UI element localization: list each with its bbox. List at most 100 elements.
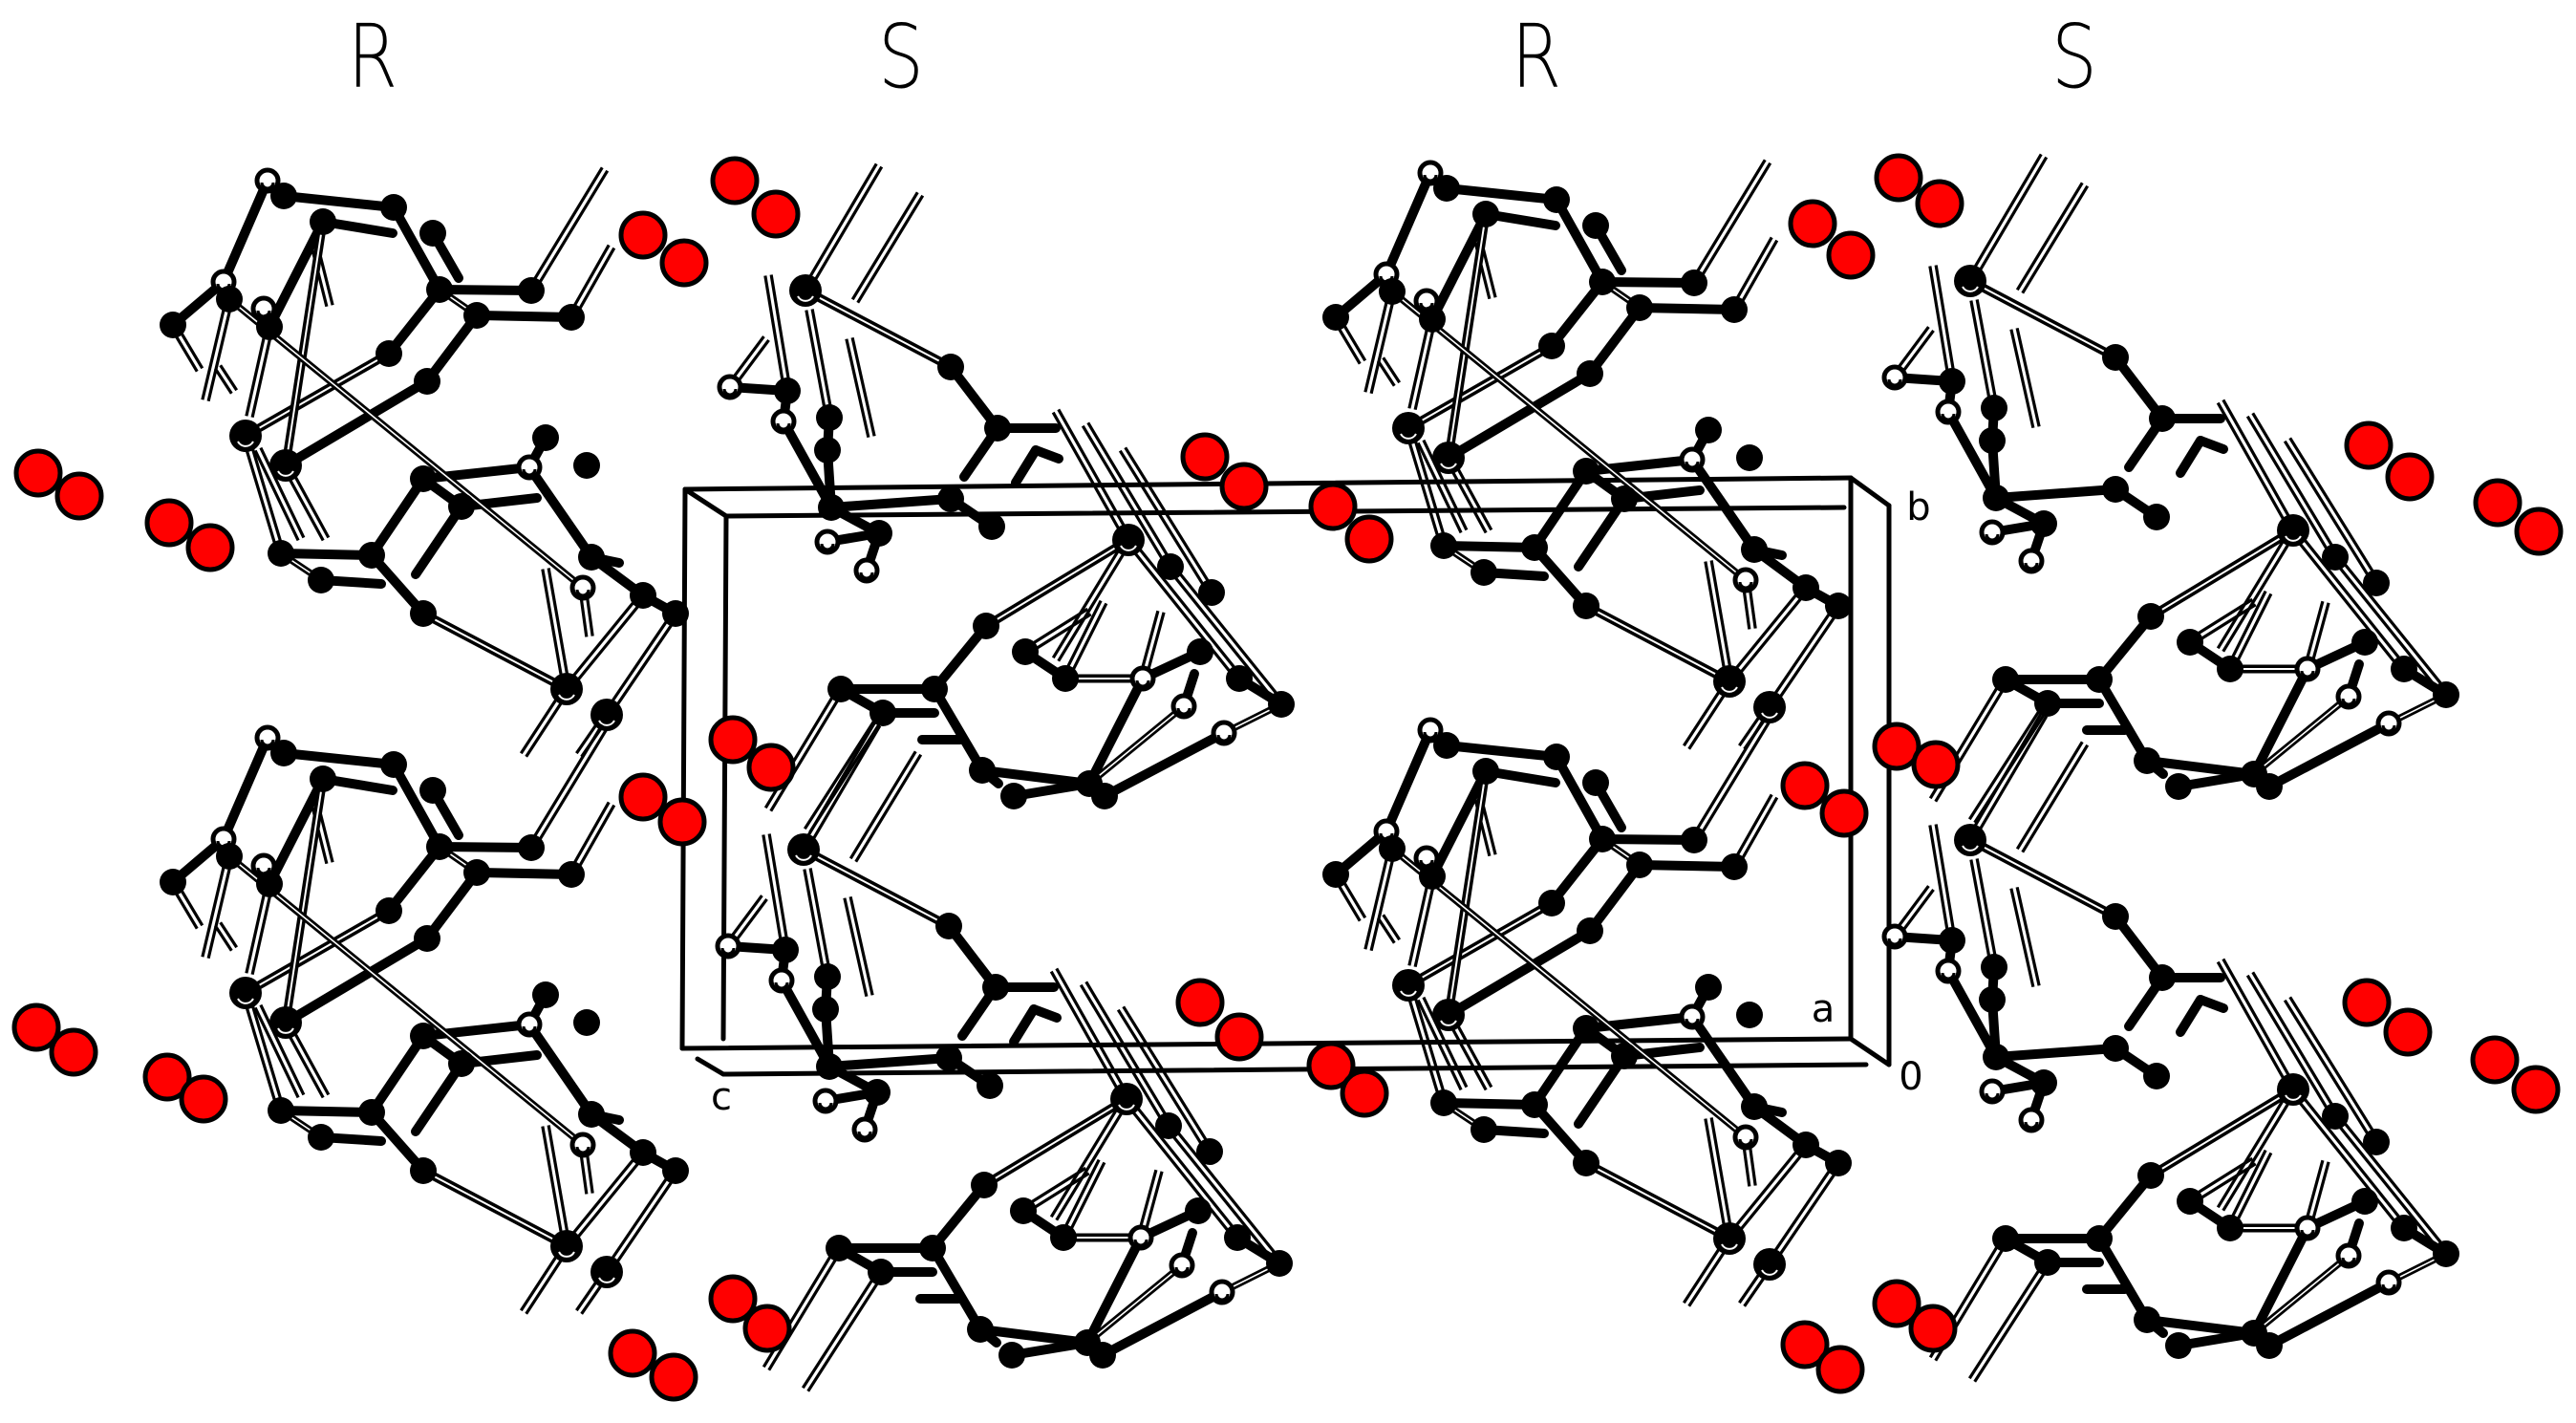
bond bbox=[276, 549, 376, 560]
carbon-atom bbox=[1187, 638, 1213, 665]
carbon-atom bbox=[826, 1235, 852, 1261]
bond-line bbox=[1766, 603, 1837, 707]
carbon-atom bbox=[1433, 175, 1460, 202]
bond bbox=[2142, 1315, 2259, 1338]
bond-line bbox=[1928, 266, 1951, 382]
bond-line bbox=[1123, 1099, 1236, 1240]
bond bbox=[930, 684, 987, 775]
bond-highlight bbox=[245, 353, 390, 437]
oxygen-pair bbox=[708, 1274, 792, 1353]
bond-highlight bbox=[285, 778, 324, 1024]
bond-line bbox=[2222, 530, 2298, 653]
carbon-atom bbox=[550, 1230, 583, 1262]
bond-line bbox=[1969, 859, 1993, 968]
bond bbox=[1991, 1044, 2120, 1062]
bond bbox=[977, 765, 1094, 788]
bond-highlight bbox=[1969, 839, 2116, 917]
bond-line bbox=[810, 309, 834, 418]
carbon-atom bbox=[2086, 1225, 2113, 1252]
oxygen-pair bbox=[1180, 432, 1269, 511]
carbon-atom bbox=[1573, 458, 1599, 485]
carbon-atom bbox=[1157, 553, 1184, 580]
carbon-atom bbox=[1379, 835, 1406, 862]
bond-highlight bbox=[422, 1170, 568, 1247]
carbon-atom bbox=[1543, 186, 1570, 213]
bond bbox=[825, 1053, 954, 1071]
bond-line bbox=[2015, 886, 2041, 986]
carbon-atom bbox=[1741, 1093, 1768, 1120]
bond-line bbox=[1057, 408, 1133, 540]
bond bbox=[422, 311, 482, 386]
oxygen-atom bbox=[2385, 452, 2435, 502]
oxygen-pair bbox=[1308, 482, 1394, 564]
bond-line bbox=[1171, 563, 1285, 703]
carbon-atom bbox=[1472, 201, 1499, 227]
carbon-atom bbox=[1589, 269, 1616, 295]
carbon-atom bbox=[2102, 1035, 2129, 1062]
bond-line bbox=[806, 165, 884, 293]
bond-line bbox=[850, 336, 876, 437]
bond-line bbox=[1416, 442, 1463, 534]
bond-line bbox=[1689, 716, 1767, 840]
carbon-atom bbox=[1010, 1197, 1037, 1224]
bond-line bbox=[563, 1149, 642, 1245]
bond-line bbox=[1730, 1146, 1810, 1242]
carbon-atom bbox=[426, 276, 453, 303]
bond-line bbox=[805, 310, 828, 419]
carbon-atom bbox=[1792, 1132, 1819, 1158]
carbon-atom bbox=[789, 274, 822, 307]
bond-line bbox=[2216, 528, 2292, 650]
bond-line bbox=[259, 1003, 306, 1096]
bond-line bbox=[2225, 590, 2267, 669]
carbon-atom bbox=[1983, 1044, 2009, 1070]
carbon-atom bbox=[1185, 1197, 1212, 1224]
carbon-atom bbox=[1430, 532, 1457, 559]
bond-line bbox=[799, 722, 876, 850]
carbon-atom bbox=[2165, 773, 2192, 800]
oxygen-pair bbox=[1306, 1041, 1389, 1118]
axis-label-a: a bbox=[1811, 987, 1835, 1031]
oxygen-atom bbox=[1780, 1320, 1830, 1369]
oxygen-pair bbox=[2342, 978, 2433, 1057]
bond bbox=[1598, 834, 1699, 845]
bond bbox=[1943, 966, 2001, 1062]
bond-line bbox=[1965, 712, 2043, 840]
bond-line bbox=[854, 753, 923, 863]
carbon-atom bbox=[2256, 1332, 2283, 1359]
bond bbox=[2094, 675, 2152, 765]
carbon-atom bbox=[380, 194, 407, 221]
bond-line bbox=[1413, 319, 1437, 411]
bond bbox=[265, 217, 328, 332]
carbon-atom bbox=[2134, 1306, 2160, 1333]
oxygen-pair bbox=[618, 210, 709, 288]
carbon-atom bbox=[816, 404, 843, 431]
bond-line bbox=[1771, 606, 1842, 710]
carbon-atom bbox=[160, 869, 186, 895]
bond-line bbox=[1363, 290, 1391, 393]
bond-line bbox=[856, 194, 925, 304]
bond-line bbox=[2021, 184, 2090, 294]
bond-line bbox=[1124, 446, 1216, 593]
bond-line bbox=[1170, 1122, 1283, 1262]
oxygen-atom bbox=[144, 498, 194, 548]
carbon-atom bbox=[410, 1023, 437, 1049]
atom-shade bbox=[1120, 545, 1137, 551]
carbon-atom bbox=[1392, 969, 1425, 1002]
column-label-r-2: R bbox=[1511, 6, 1562, 108]
carbon-atom bbox=[868, 1259, 894, 1285]
carbon-atom bbox=[256, 313, 283, 340]
bond-line bbox=[1165, 1127, 1278, 1267]
carbon-atom bbox=[1432, 999, 1465, 1031]
bond-line bbox=[247, 991, 286, 1110]
carbon-atom bbox=[2149, 405, 2176, 432]
oxygen-atom bbox=[1826, 230, 1876, 280]
bond-line bbox=[1064, 1161, 1106, 1240]
carbon-atom bbox=[2034, 1249, 2061, 1276]
carbon-atom bbox=[269, 1006, 302, 1039]
oxygen-atom bbox=[659, 238, 709, 288]
bond bbox=[1574, 1051, 1629, 1129]
carbon-atom bbox=[1983, 485, 2009, 511]
bond bbox=[777, 976, 834, 1071]
atom-shade bbox=[1721, 686, 1738, 693]
carbon-atom bbox=[270, 740, 297, 766]
